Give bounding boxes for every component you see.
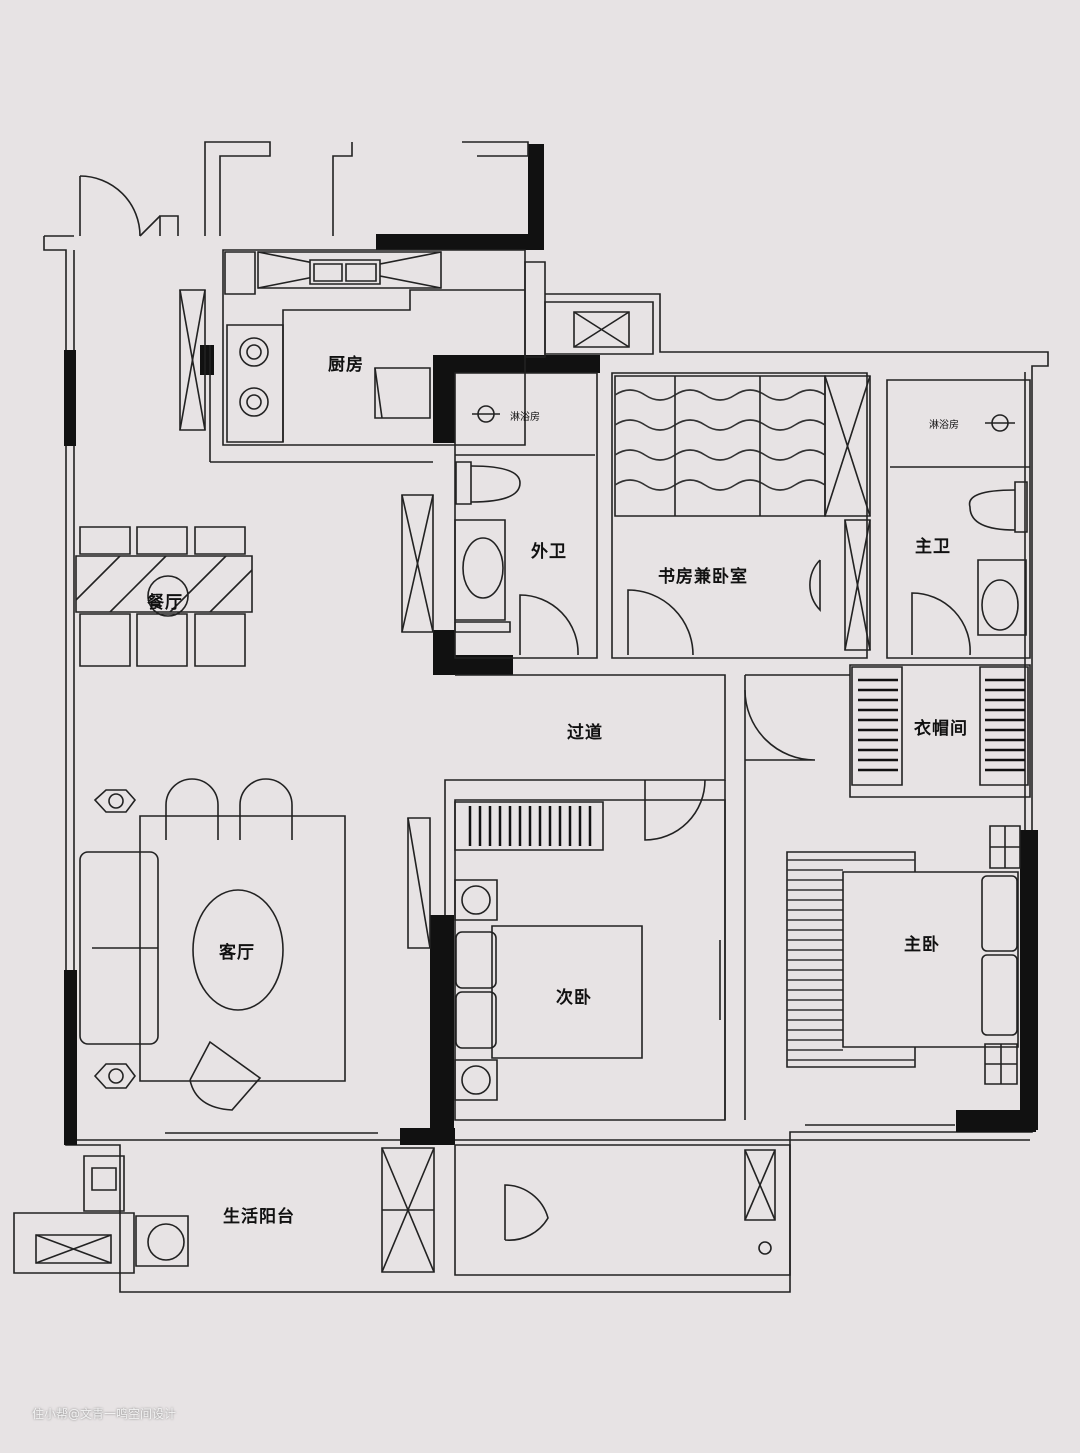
master-bedroom-furniture (787, 826, 1020, 1125)
closet (850, 665, 1030, 797)
room-label-study-bedroom: 书房兼卧室 (658, 567, 748, 587)
living-furniture (80, 779, 378, 1133)
guest-bath-fixtures (402, 373, 597, 658)
study-fixtures (612, 373, 870, 658)
solid-walls (64, 144, 1038, 1145)
room-label-guest-bath: 外卫 (531, 542, 567, 562)
room-label-master-bedroom: 主卧 (904, 935, 940, 955)
master-bath-fixtures (887, 380, 1030, 658)
room-label-master-bath: 主卫 (915, 537, 951, 557)
room-label-hallway: 过道 (567, 723, 603, 743)
room-label-balcony: 生活阳台 (223, 1207, 295, 1227)
room-label-closet: 衣帽间 (914, 719, 968, 739)
room-label-second-bedroom: 次卧 (556, 988, 592, 1008)
room-label-kitchen: 厨房 (328, 355, 364, 375)
partitions (408, 675, 850, 1120)
room-label-shower-master: 淋浴房 (929, 420, 959, 431)
room-label-dining: 餐厅 (147, 593, 183, 613)
balcony-fixtures (14, 1145, 790, 1275)
entry-structure (80, 142, 528, 236)
watermark: 住小帮@文青一鸣空间设计 (32, 1407, 177, 1421)
room-label-shower-guest: 淋浴房 (510, 412, 540, 423)
dining-table (76, 527, 252, 666)
second-bedroom-furniture (455, 800, 725, 1120)
room-label-living: 客厅 (219, 943, 255, 963)
kitchen-fixtures (180, 250, 653, 462)
